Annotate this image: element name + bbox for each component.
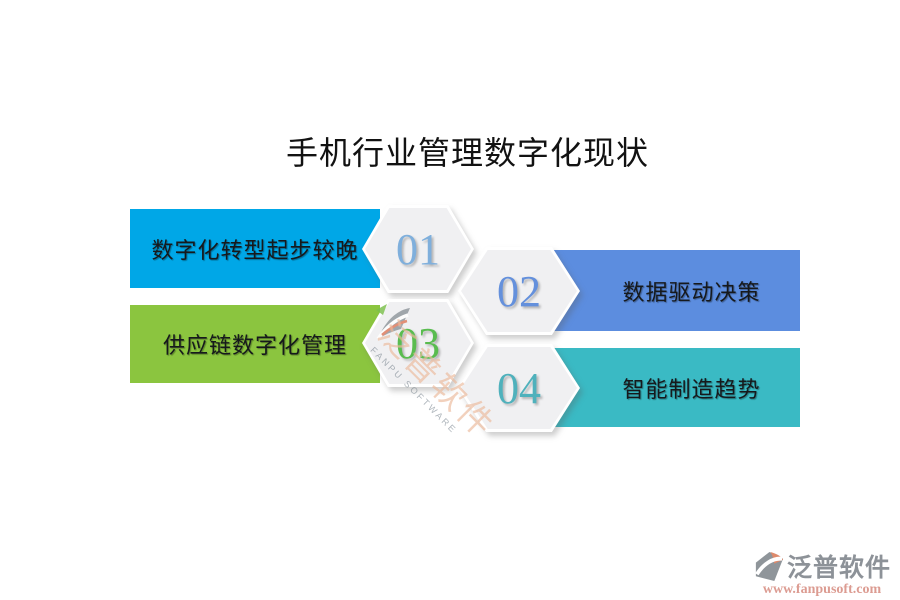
number-plate-1-border: 01	[362, 205, 474, 293]
footer-brand-name: 泛普软件	[787, 555, 892, 582]
number-plate-4: 04	[458, 344, 580, 432]
banner-item-3: 供应链数字化管理	[130, 305, 380, 383]
watermark-logo-icon	[376, 304, 410, 340]
banner-item-2-label: 数据驱动决策	[622, 279, 761, 305]
number-plate-4-border: 04	[458, 344, 580, 432]
number-plate-1: 01	[362, 205, 474, 293]
number-plate-2-face: 02	[461, 250, 577, 332]
banner-item-4-label: 智能制造趋势	[622, 376, 761, 402]
banner-item-2: 数据驱动决策	[545, 250, 800, 331]
number-plate-3: 03	[362, 299, 474, 387]
number-plate-3-face: 03	[365, 302, 471, 384]
footer-brand-block: 泛普软件 www.fanpusoft.com	[752, 548, 892, 598]
banner-item-3-label: 供应链数字化管理	[162, 333, 347, 358]
banner-item-1-label: 数字化转型起步较晚	[151, 237, 359, 263]
number-plate-2-border: 02	[458, 247, 580, 335]
footer-brand-row: 泛普软件	[752, 548, 892, 584]
page-title: 手机行业管理数字化现状	[285, 135, 649, 171]
step-number-1: 01	[396, 224, 440, 274]
number-plate-4-face: 04	[461, 347, 577, 429]
banner-item-4: 智能制造趋势	[545, 348, 800, 427]
banner-item-1: 数字化转型起步较晚	[130, 209, 380, 288]
number-plate-2: 02	[458, 247, 580, 335]
step-number-3: 03	[396, 318, 440, 368]
step-number-4: 04	[497, 363, 541, 413]
step-number-2: 02	[497, 266, 541, 316]
number-plate-3-border: 03	[362, 299, 474, 387]
footer-logo-icon	[755, 551, 784, 581]
number-plate-1-face: 01	[365, 208, 471, 290]
footer-url: www.fanpusoft.com	[762, 582, 882, 597]
